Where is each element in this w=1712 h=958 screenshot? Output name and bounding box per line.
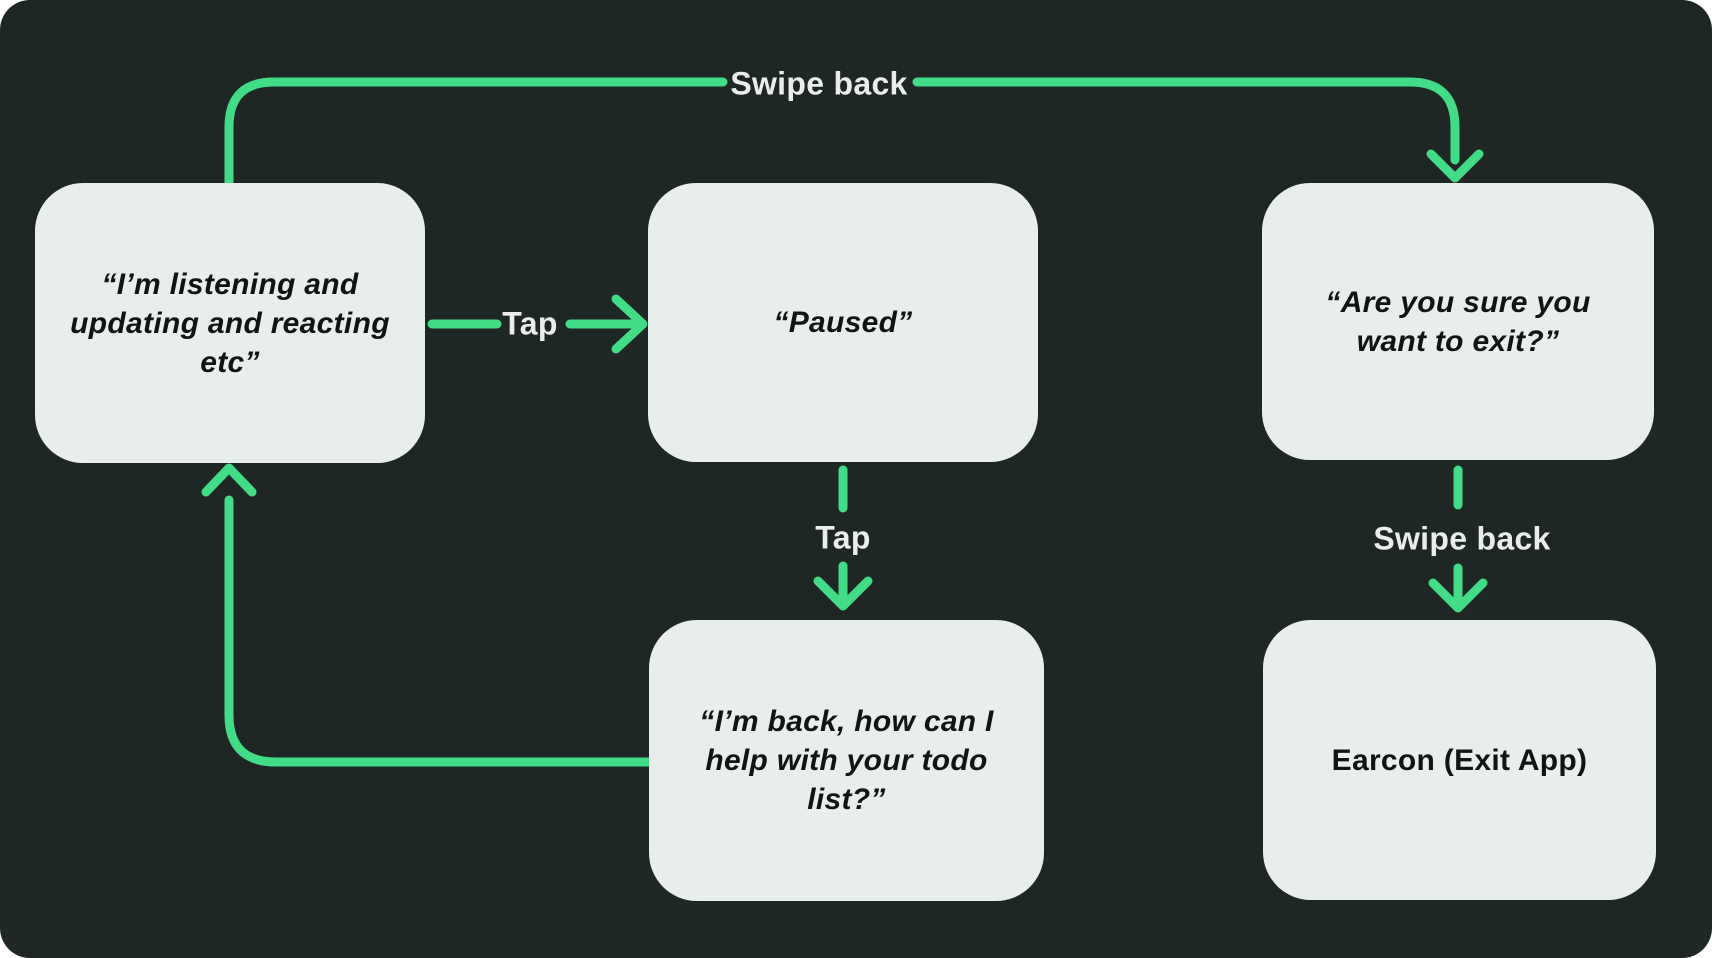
node-listening-text: “I’m listening and updating and reacting… (70, 267, 390, 379)
node-earcon-text: Earcon (Exit App) (1331, 743, 1588, 777)
connector-swipe-back-top (224, 77, 1484, 188)
edge-label-swipe-back-top: Swipe back (730, 65, 908, 102)
node-paused-text: “Paused” (773, 306, 913, 339)
edge-label-tap-horizontal: Tap (502, 305, 558, 342)
node-back-text: “I’m back, how can I help with your todo… (699, 705, 994, 816)
node-listening-state: “I’m listening and updating and reacting… (35, 183, 425, 463)
connector-tap-vertical (813, 465, 873, 611)
node-exit-confirm-state: “Are you sure you want to exit?” (1262, 183, 1654, 460)
edge-label-tap-vertical: Tap (815, 519, 871, 556)
node-earcon-exit-app: Earcon (Exit App) (1263, 620, 1656, 900)
connector-loop-back (201, 463, 654, 767)
node-paused-state: “Paused” (648, 183, 1038, 462)
connector-tap-horizontal (427, 294, 648, 354)
connector-swipe-back-right (1428, 465, 1488, 613)
node-exit-confirm-text: “Are you sure you want to exit?” (1325, 285, 1591, 358)
node-back-state: “I’m back, how can I help with your todo… (649, 620, 1044, 901)
edge-label-swipe-back-right: Swipe back (1373, 520, 1551, 557)
